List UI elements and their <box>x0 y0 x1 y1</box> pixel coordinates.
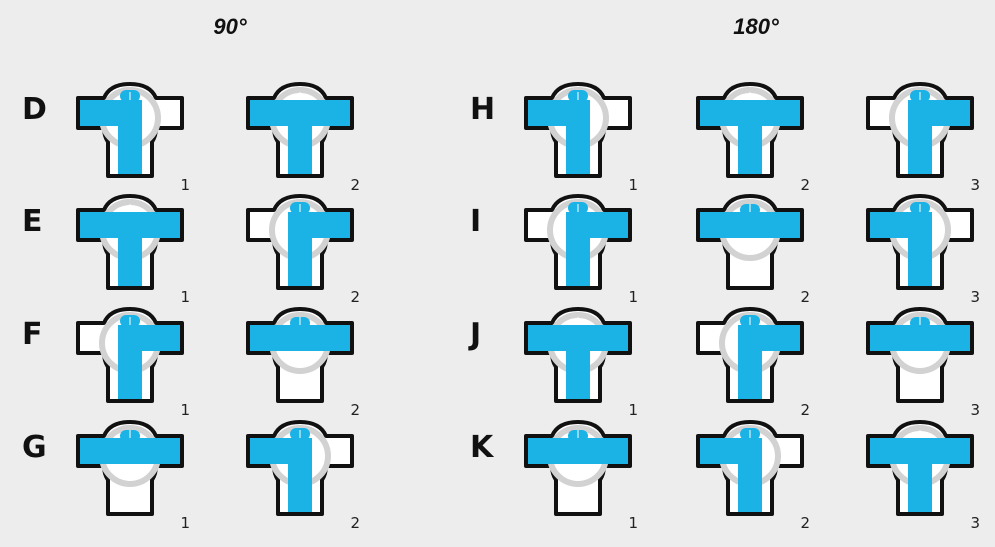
valve-h-3: 3 <box>860 80 980 194</box>
valve-f-1: 1 <box>70 305 190 419</box>
valve-e-2: 2 <box>240 192 360 306</box>
valve-k-2: 2 <box>690 418 810 532</box>
valve-i-3: 3 <box>860 192 980 306</box>
valve-j-3: 3 <box>860 305 980 419</box>
position-number: 1 <box>180 288 190 306</box>
position-number: 2 <box>800 176 810 194</box>
row-label-d: D <box>22 92 47 127</box>
position-number: 3 <box>970 288 980 306</box>
position-number: 1 <box>180 176 190 194</box>
position-number: 2 <box>350 288 360 306</box>
position-number: 1 <box>180 514 190 532</box>
position-number: 1 <box>628 288 638 306</box>
valve-j-1: 1 <box>518 305 638 419</box>
row-label-i: I <box>470 204 482 239</box>
valve-j-2: 2 <box>690 305 810 419</box>
row-label-k: K <box>470 430 494 465</box>
valve-e-1: 1 <box>70 192 190 306</box>
position-number: 3 <box>970 176 980 194</box>
row-label-e: E <box>22 204 43 239</box>
position-number: 1 <box>628 514 638 532</box>
position-number: 2 <box>350 514 360 532</box>
row-label-f: F <box>22 317 43 352</box>
valve-g-1: 1 <box>70 418 190 532</box>
valve-h-1: 1 <box>518 80 638 194</box>
valve-i-1: 1 <box>518 192 638 306</box>
position-number: 3 <box>970 401 980 419</box>
position-number: 2 <box>350 176 360 194</box>
valve-k-3: 3 <box>860 418 980 532</box>
position-number: 1 <box>628 401 638 419</box>
position-number: 2 <box>800 401 810 419</box>
position-number: 1 <box>180 401 190 419</box>
header-180-degrees: 180° <box>733 14 779 39</box>
row-label-h: H <box>470 92 496 127</box>
valve-i-2: 2 <box>690 192 810 306</box>
position-number: 2 <box>800 288 810 306</box>
row-label-j: J <box>470 317 482 352</box>
valve-g-2: 2 <box>240 418 360 532</box>
valve-h-2: 2 <box>690 80 810 194</box>
valve-d-2: 2 <box>240 80 360 194</box>
valve-k-1: 1 <box>518 418 638 532</box>
position-number: 1 <box>628 176 638 194</box>
row-label-g: G <box>22 430 47 465</box>
header-90-degrees: 90° <box>213 14 247 39</box>
position-number: 2 <box>800 514 810 532</box>
position-number: 2 <box>350 401 360 419</box>
valve-f-2: 2 <box>240 305 360 419</box>
valve-d-1: 1 <box>70 80 190 194</box>
position-number: 3 <box>970 514 980 532</box>
